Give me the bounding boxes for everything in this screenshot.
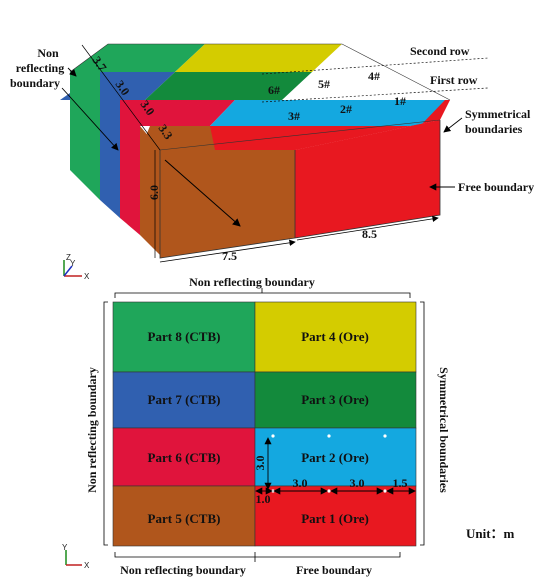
hole-6-label: 6# (268, 83, 280, 97)
part-3-cell (254, 371, 417, 429)
axis-z-label: Z (66, 253, 71, 262)
top-yellow-strip (175, 44, 342, 72)
left-boundary-label: Non reflecting boundary (85, 367, 99, 493)
dim-8-5: 8.5 (362, 227, 377, 241)
axis-y-label-bottom: Y (62, 543, 68, 552)
bottom-plan-view: Non reflecting boundary Non reflecting b… (62, 275, 515, 577)
hole-3-label: 3# (288, 109, 300, 123)
first-row-label: First row (430, 73, 478, 87)
top-red-front (210, 120, 440, 150)
top-green-strip (70, 44, 205, 72)
right-boundary-label: Symmetrical boundaries (437, 367, 451, 493)
part-2-cell (254, 427, 417, 487)
top-3d-view: Non reflecting boundary 3.7 3.0 3.0 3.3 … (10, 43, 534, 281)
axis-x-label-bottom: X (84, 561, 90, 570)
dim-horizontal-1-5: 1.5 (393, 476, 408, 490)
part-8-cell (112, 301, 256, 373)
part-1-cell (254, 485, 417, 547)
dim-horizontal-3-0-a: 3.0 (293, 476, 308, 490)
top-cyan-strip (210, 100, 450, 126)
dim-6-0: 6.0 (147, 185, 161, 200)
second-row-label: Second row (410, 44, 470, 58)
part-5-cell (112, 485, 256, 547)
non-reflecting-label-line3: boundary (10, 76, 60, 90)
hole-5-label: 5# (318, 77, 330, 91)
dim-horizontal-1-0: 1.0 (256, 492, 271, 506)
axis-y-label: Y (70, 259, 76, 268)
hole-markers (271, 434, 387, 493)
left-green-face (70, 72, 100, 200)
axis-triad-top: Z Y X (63, 253, 90, 281)
hole-4-label: 4# (368, 69, 380, 83)
top-boundary-label: Non reflecting boundary (189, 275, 315, 289)
part-5-label: Part 5 (CTB) (148, 511, 221, 526)
dim-vertical-3-0: 3.0 (253, 456, 267, 471)
free-boundary-label: Free boundary (458, 180, 534, 194)
part-2-label: Part 2 (Ore) (301, 450, 369, 465)
non-reflecting-label-line1: Non (37, 46, 59, 60)
unit-label: Unit：m (466, 526, 515, 541)
front-red-face (295, 120, 440, 238)
bottom-right-boundary-label: Free boundary (296, 563, 372, 577)
hole-1-label: 1# (394, 94, 406, 108)
left-crimson-face (120, 100, 140, 235)
part-3-label: Part 3 (Ore) (301, 392, 369, 407)
part-7-label: Part 7 (CTB) (148, 392, 221, 407)
dim-horizontal-3-0-b: 3.0 (350, 476, 365, 490)
part-7-cell (112, 371, 256, 429)
top-darkgreen-strip (145, 72, 312, 100)
front-brown-face (160, 150, 295, 258)
part-6-label: Part 6 (CTB) (148, 450, 221, 465)
non-reflecting-label-line2: reflecting (16, 61, 64, 75)
part-4-label: Part 4 (Ore) (301, 329, 369, 344)
part-8-label: Part 8 (CTB) (148, 329, 221, 344)
part-4-cell (254, 301, 417, 373)
symmetrical-label-line1: Symmetrical (465, 107, 531, 121)
hole-2-label: 2# (340, 102, 352, 116)
axis-triad-bottom: Y X (62, 543, 90, 570)
part-1-label: Part 1 (Ore) (301, 511, 369, 526)
symmetrical-label-line2: boundaries (465, 122, 523, 136)
left-blue-face (100, 72, 120, 218)
axis-x-label: X (84, 272, 90, 281)
bottom-left-boundary-label: Non reflecting boundary (120, 563, 246, 577)
